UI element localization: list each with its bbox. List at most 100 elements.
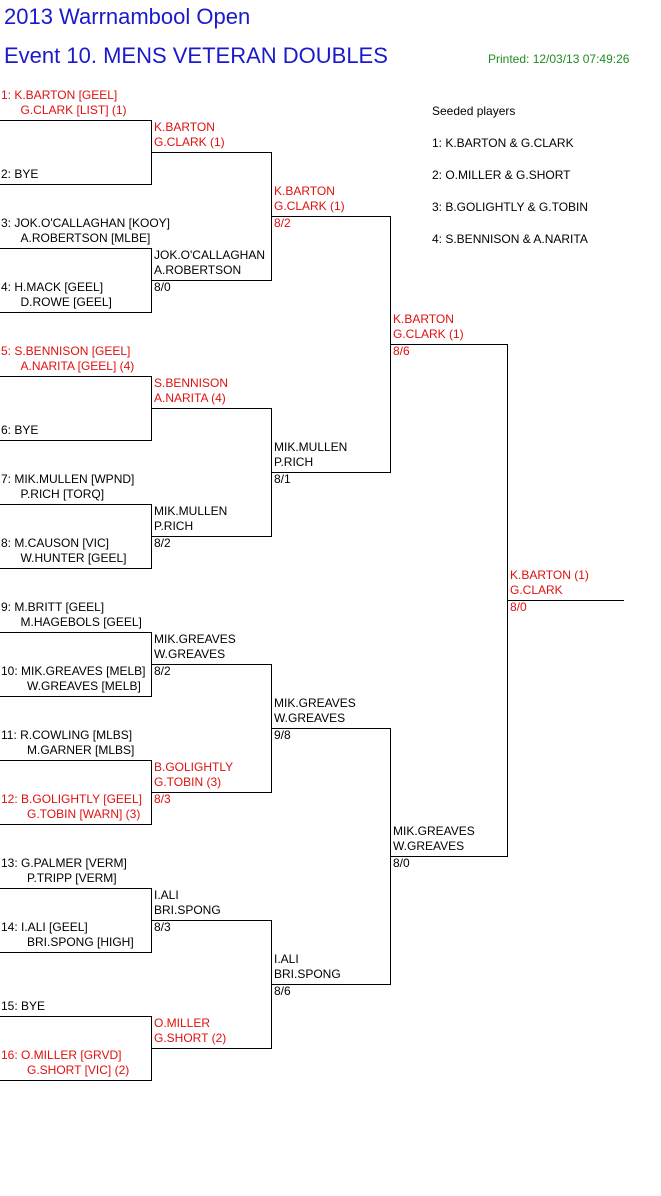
round2-entry-player1: S.BENNISON: [154, 376, 229, 390]
bracket-line: [151, 408, 272, 409]
draw-entry-player1: 1: K.BARTON [GEEL]: [1, 88, 118, 102]
bracket-line: [507, 600, 624, 601]
round2-entry-score: 8/0: [154, 280, 171, 294]
quarterfinals-entry-player2: G.CLARK (1): [274, 199, 345, 213]
round2-entry-score: 8/2: [154, 664, 171, 678]
draw-entry-player1: 5: S.BENNISON [GEEL]: [1, 344, 131, 358]
bracket-line: [0, 632, 152, 633]
draw-entry-player2: P.TRIPP [VERM]: [27, 871, 117, 885]
draw-entry-player1: 14: I.ALI [GEEL]: [1, 920, 88, 934]
bracket-line: [271, 472, 391, 473]
semifinals-entry-player2: W.GREAVES: [393, 839, 465, 853]
bracket-line: [390, 856, 508, 857]
quarterfinals-entry-player1: K.BARTON: [274, 184, 335, 198]
seeded-heading: Seeded players: [432, 104, 516, 118]
draw-entry-player2: M.GARNER [MLBS]: [27, 743, 135, 757]
round2-entry-player2: BRI.SPONG: [154, 903, 221, 917]
round2-entry-score: 8/2: [154, 536, 171, 550]
semifinals-entry-score: 8/6: [393, 344, 410, 358]
draw-entry-player2: M.HAGEBOLS [GEEL]: [20, 615, 142, 629]
round2-entry-player2: G.TOBIN (3): [154, 775, 222, 789]
draw-entry-player1: 4: H.MACK [GEEL]: [1, 280, 104, 294]
bracket-line: [0, 1016, 152, 1017]
bracket-line: [0, 312, 152, 313]
semifinals-entry-player1: K.BARTON: [393, 312, 454, 326]
round2-entry-player2: G.SHORT (2): [154, 1031, 227, 1045]
draw-entry-player1: 3: JOK.O'CALLAGHAN [KOOY]: [1, 216, 171, 230]
round2-entry-player1: K.BARTON: [154, 120, 215, 134]
round2-entry-player1: I.ALI: [154, 888, 179, 902]
final-entry-player2: G.CLARK: [510, 583, 563, 597]
bracket-line: [151, 792, 272, 793]
seed-item: 3: B.GOLIGHTLY & G.TOBIN: [432, 200, 589, 214]
draw-entry-player1: 8: M.CAUSON [VIC]: [1, 536, 110, 550]
round2-entry-player1: B.GOLIGHTLY: [154, 760, 234, 774]
draw-entry-player2: G.CLARK [LIST] (1): [20, 103, 127, 117]
draw-entry-player1: 9: M.BRITT [GEEL]: [1, 600, 105, 614]
quarterfinals-entry-score: 8/6: [274, 984, 291, 998]
round2-entry-score: 8/3: [154, 792, 171, 806]
draw-entry-player1: 13: G.PALMER [VERM]: [1, 856, 127, 870]
draw-entry-player2: D.ROWE [GEEL]: [20, 295, 112, 309]
bracket-line: [0, 184, 152, 185]
draw-entry-player1: 16: O.MILLER [GRVD]: [1, 1048, 122, 1062]
bracket-line: [151, 1048, 272, 1049]
seed-item: 4: S.BENNISON & A.NARITA: [432, 232, 588, 246]
draw-entry-player2: BRI.SPONG [HIGH]: [27, 935, 134, 949]
semifinals-entry-score: 8/0: [393, 856, 410, 870]
bracket-line: [0, 376, 152, 377]
bracket-line: [0, 696, 152, 697]
draw-entry-player2: W.HUNTER [GEEL]: [20, 551, 127, 565]
semifinals-entry-player2: G.CLARK (1): [393, 327, 464, 341]
round2-entry-player2: P.RICH: [154, 519, 194, 533]
bracket-line: [0, 248, 152, 249]
event-title: Event 10. MENS VETERAN DOUBLES: [4, 43, 388, 68]
draw-entry-player1: 6: BYE: [1, 423, 39, 437]
draw-entry-player1: 7: MIK.MULLEN [WPND]: [1, 472, 135, 486]
quarterfinals-entry-player2: BRI.SPONG: [274, 967, 341, 981]
seed-item: 1: K.BARTON & G.CLARK: [432, 136, 574, 150]
bracket-line: [151, 536, 272, 537]
bracket-line: [0, 504, 152, 505]
draw-entry-player2: P.RICH [TORQ]: [20, 487, 105, 501]
round2-entry-player1: MIK.MULLEN: [154, 504, 228, 518]
final-entry-player1: K.BARTON (1): [510, 568, 589, 582]
bracket-line: [390, 344, 508, 345]
draw-entry-player2: G.TOBIN [WARN] (3): [27, 807, 141, 821]
bracket-line: [271, 984, 391, 985]
bracket-line: [0, 440, 152, 441]
round2-entry-player2: A.NARITA (4): [154, 391, 226, 405]
quarterfinals-entry-player1: MIK.GREAVES: [274, 696, 356, 710]
bracket-line: [0, 568, 152, 569]
quarterfinals-entry-player1: MIK.MULLEN: [274, 440, 348, 454]
final-entry-score: 8/0: [510, 600, 527, 614]
tournament-title: 2013 Warrnambool Open: [4, 4, 251, 29]
draw-entry-player2: G.SHORT [VIC] (2): [27, 1063, 130, 1077]
bracket-line: [271, 216, 391, 217]
round2-entry-player1: O.MILLER: [154, 1016, 211, 1030]
bracket-line: [151, 280, 272, 281]
printed-timestamp: Printed: 12/03/13 07:49:26: [488, 52, 630, 66]
draw-entry-player1: 11: R.COWLING [MLBS]: [1, 728, 133, 742]
round2-entry-player1: JOK.O'CALLAGHAN: [154, 248, 265, 262]
draw-entry-player2: W.GREAVES [MELB]: [27, 679, 141, 693]
bracket-line: [0, 760, 152, 761]
draw-entry-player1: 2: BYE: [1, 167, 39, 181]
bracket-line: [0, 1080, 152, 1081]
bracket-line: [0, 120, 152, 121]
bracket-line: [151, 152, 272, 153]
draw-entry-player1: 15: BYE: [1, 999, 46, 1013]
quarterfinals-entry-score: 9/8: [274, 728, 291, 742]
semifinals-entry-player1: MIK.GREAVES: [393, 824, 475, 838]
quarterfinals-entry-score: 8/2: [274, 216, 291, 230]
seed-item: 2: O.MILLER & G.SHORT: [432, 168, 571, 182]
bracket-line: [271, 728, 391, 729]
round2-entry-player1: MIK.GREAVES: [154, 632, 236, 646]
round2-entry-player2: A.ROBERTSON: [154, 263, 242, 277]
draw-entry-player2: A.NARITA [GEEL] (4): [20, 359, 135, 373]
bracket-line: [151, 920, 272, 921]
bracket-line: [0, 952, 152, 953]
draw-entry-player1: 12: B.GOLIGHTLY [GEEL]: [1, 792, 142, 806]
draw-entry-player1: 10: MIK.GREAVES [MELB]: [1, 664, 146, 678]
round2-entry-player2: G.CLARK (1): [154, 135, 225, 149]
